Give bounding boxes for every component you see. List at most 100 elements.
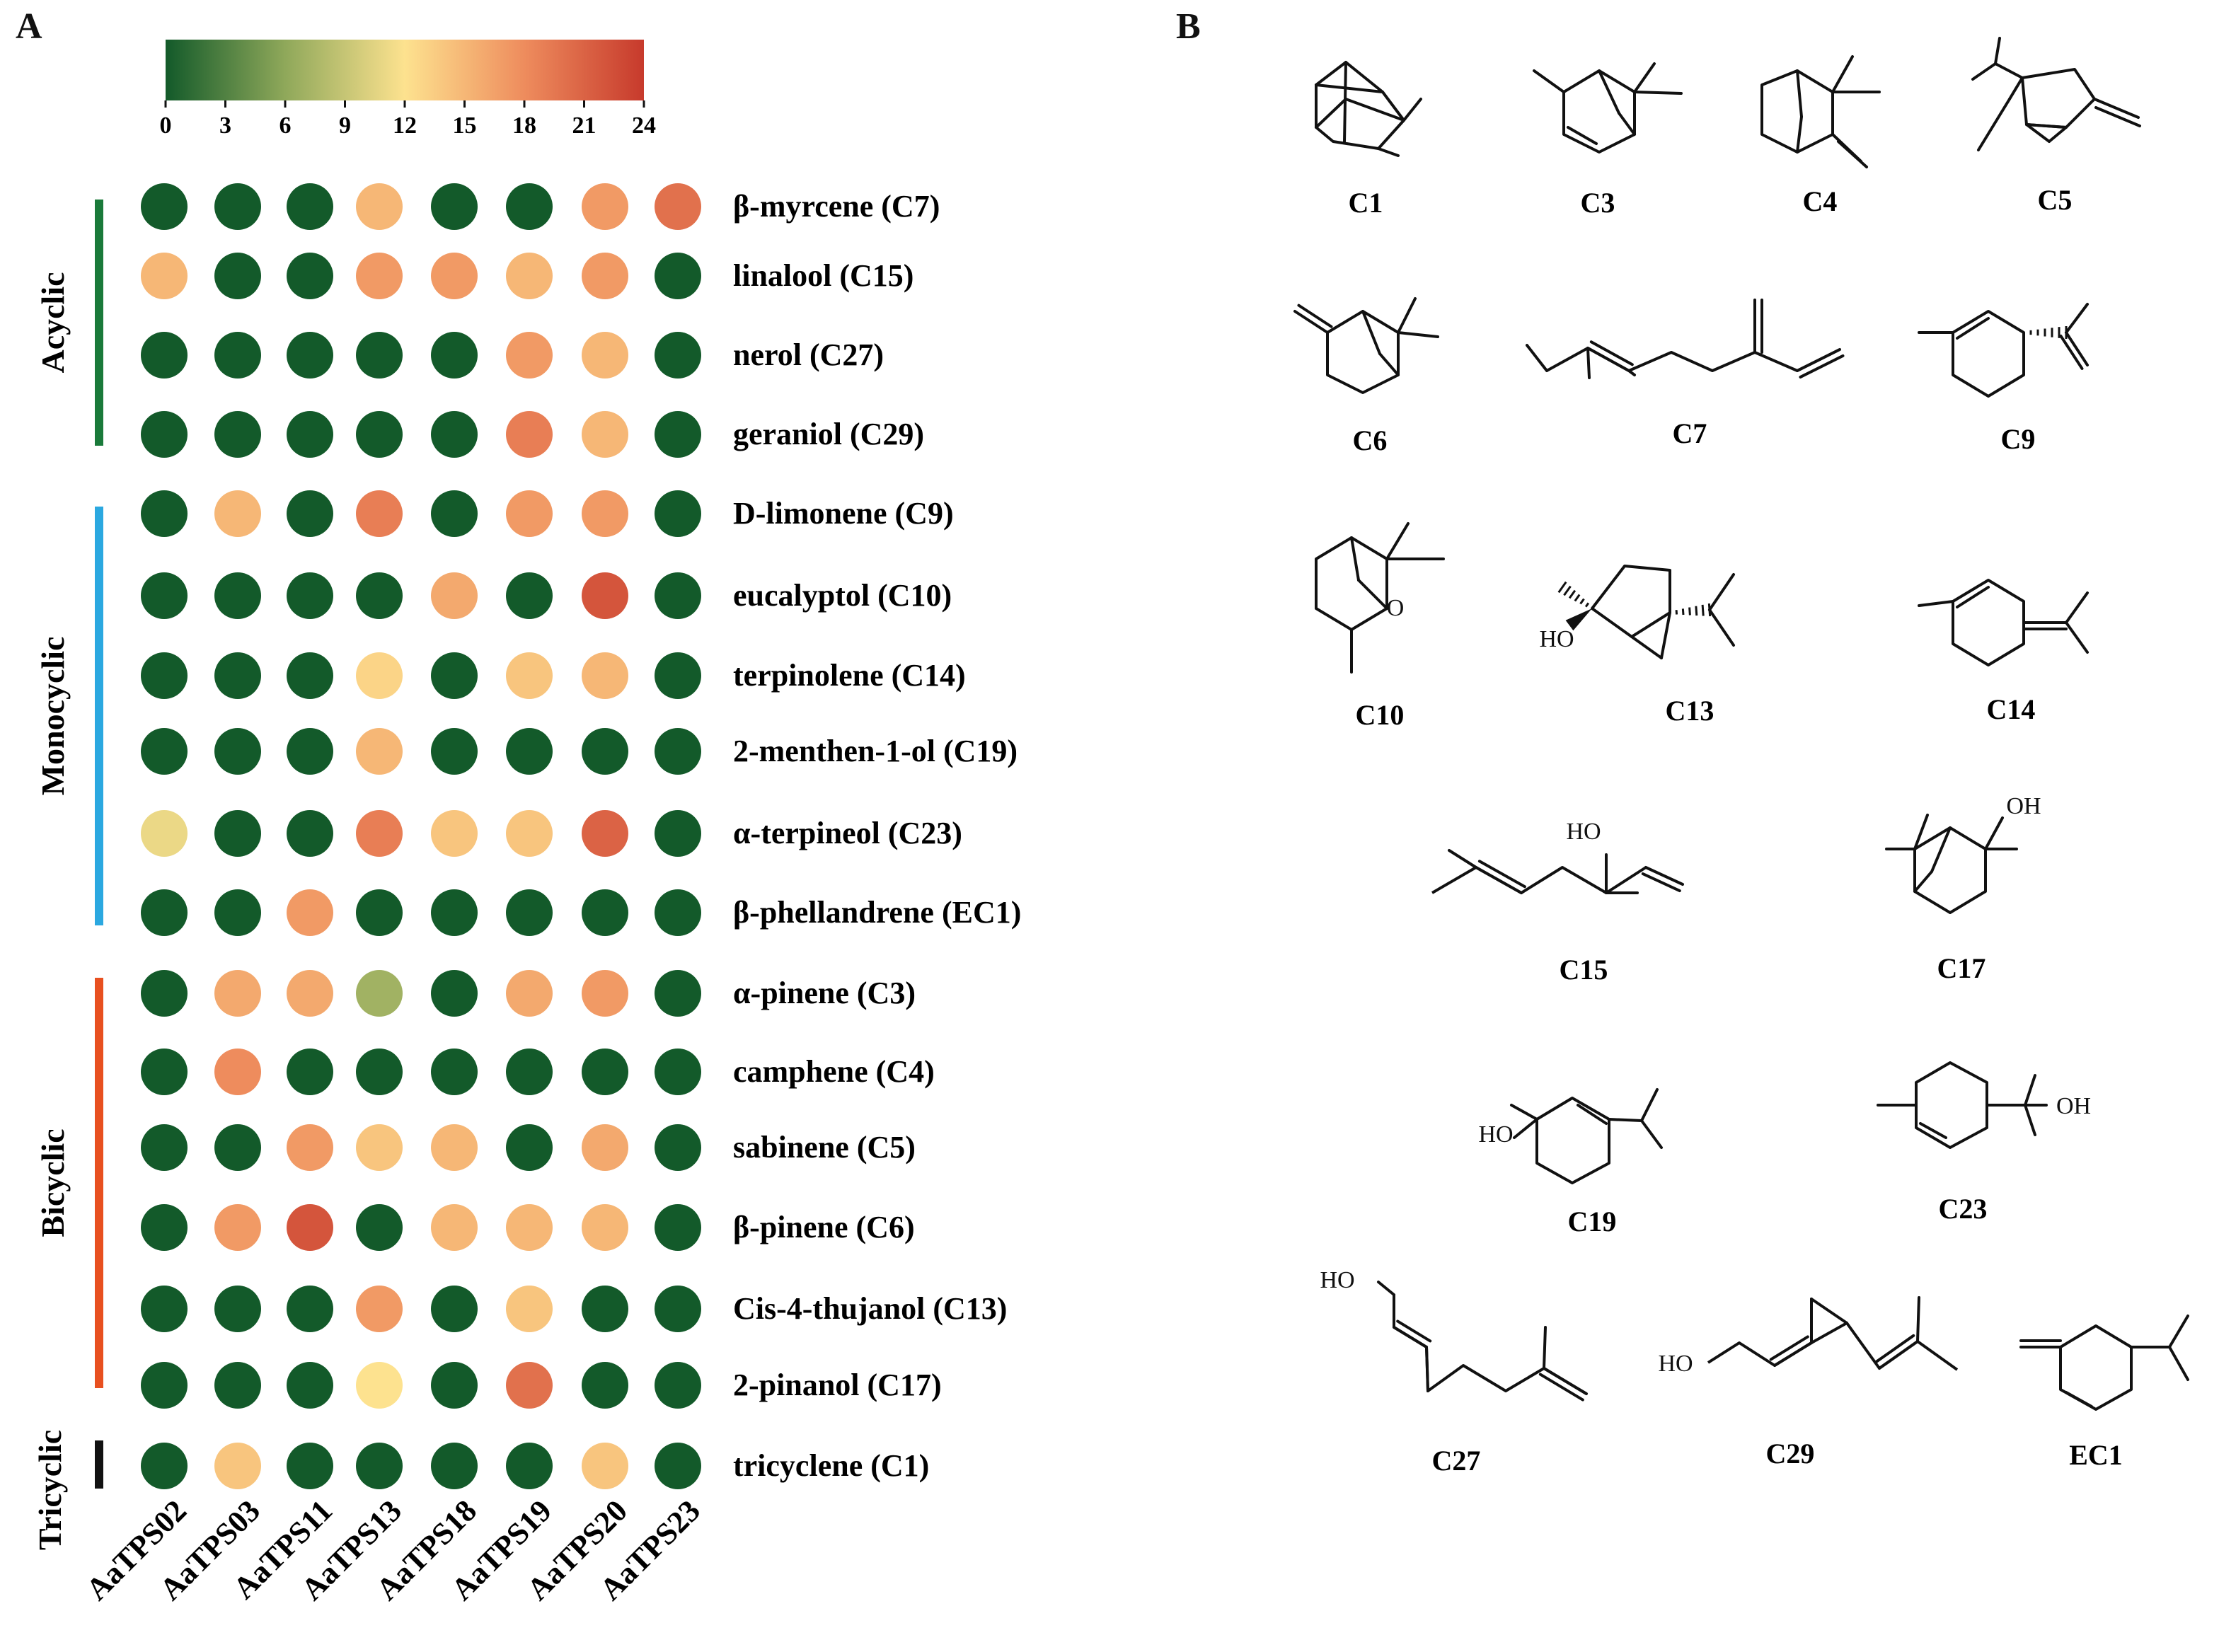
bond: [1547, 348, 1840, 371]
structure-label: C6: [1353, 424, 1388, 456]
bond: [1564, 71, 1635, 152]
bond: [1568, 127, 1596, 144]
heat-dot: [356, 1204, 403, 1251]
bond: [2066, 623, 2087, 652]
structure-label: C13: [1666, 695, 1714, 727]
heat-dot: [287, 1204, 333, 1251]
heat-dot: [356, 728, 403, 775]
heat-dot: [506, 1443, 553, 1489]
heat-dot: [141, 810, 188, 857]
bond: [1635, 64, 1654, 92]
bond: [2025, 1075, 2035, 1105]
structure-label: C1: [1349, 187, 1383, 219]
bond: [1632, 637, 1661, 658]
bond: [1985, 818, 2002, 849]
row-label: 2-menthen-1-ol (C19): [733, 734, 1018, 768]
bond: [1710, 610, 1734, 645]
heat-dot: [582, 1204, 628, 1251]
panel-a-label: A: [16, 6, 42, 47]
heat-dot: [506, 1124, 553, 1171]
bond: [1916, 1063, 1987, 1148]
heat-dot: [506, 253, 553, 299]
row-label: 2-pinanol (C17): [733, 1368, 942, 1402]
heat-dot: [582, 332, 628, 379]
heat-dot: [582, 1286, 628, 1332]
heat-dot: [356, 253, 403, 299]
heat-dot: [356, 1286, 403, 1332]
bond: [1915, 872, 1932, 891]
heat-dot: [214, 411, 261, 458]
heat-dot: [141, 1286, 188, 1332]
heat-dot: [655, 889, 701, 936]
heat-dot: [287, 1362, 333, 1409]
bond: [1710, 574, 1734, 610]
structure-label: C17: [1937, 952, 1986, 984]
bond: [2027, 125, 2066, 127]
bond: [2010, 78, 2022, 99]
heat-dot: [141, 1124, 188, 1171]
heat-dot: [431, 970, 478, 1017]
bond: [1797, 117, 1802, 152]
heat-dot: [506, 572, 553, 619]
heat-dot: [214, 1286, 261, 1332]
heat-dot: [141, 728, 188, 775]
heat-dot: [356, 1443, 403, 1489]
heat-dot: [356, 1049, 403, 1095]
heat-dot: [431, 1124, 478, 1171]
structure-label: C19: [1568, 1206, 1617, 1237]
row-label: β-pinene (C6): [733, 1210, 915, 1244]
heat-dot: [356, 652, 403, 699]
heat-dot: [655, 1286, 701, 1332]
bond: [1838, 141, 1867, 167]
heat-dot: [214, 1362, 261, 1409]
heat-dot: [582, 411, 628, 458]
group-label: Acyclic: [35, 272, 71, 373]
heat-dot: [287, 810, 333, 857]
heat-dot: [655, 1443, 701, 1489]
colorbar-tick-label: 12: [393, 112, 417, 139]
bond: [1592, 566, 1670, 637]
heat-dot: [356, 332, 403, 379]
atom-label: HO: [1658, 1351, 1693, 1377]
heat-dot: [287, 253, 333, 299]
structure-label: C5: [2038, 184, 2073, 216]
atom-label: HO: [1320, 1267, 1354, 1293]
heat-dot: [655, 1049, 701, 1095]
heat-dot: [356, 183, 403, 230]
bond: [1404, 99, 1421, 120]
bond: [1797, 71, 1802, 117]
bond: [1833, 57, 1852, 92]
heat-dot: [506, 1204, 553, 1251]
heat-dot: [431, 728, 478, 775]
bond: [2049, 127, 2066, 141]
heat-dot: [214, 728, 261, 775]
structure-label: C3: [1581, 187, 1615, 219]
atom-label: HO: [1566, 819, 1601, 845]
structure-label: C9: [2001, 423, 2036, 455]
bond: [1953, 311, 2024, 396]
bond: [1995, 38, 2000, 64]
heat-dot: [655, 332, 701, 379]
heat-dot: [431, 411, 478, 458]
heat-dot: [655, 1362, 701, 1409]
row-label: α-terpineol (C23): [733, 816, 962, 850]
heat-dot: [431, 810, 478, 857]
bond: [2025, 1105, 2035, 1135]
bond: [1811, 1323, 1847, 1343]
bond: [2066, 304, 2087, 333]
hashed-bond: [1586, 603, 1589, 606]
hashed-bond: [1559, 582, 1566, 593]
row-label: β-phellandrene (EC1): [733, 895, 1021, 930]
heat-dot: [287, 1286, 333, 1332]
row-label: nerol (C27): [733, 337, 884, 372]
heat-dot: [431, 1443, 478, 1489]
group-bar: [95, 978, 103, 1388]
heat-dot: [506, 970, 553, 1017]
heat-dot: [287, 1049, 333, 1095]
heat-dot: [356, 411, 403, 458]
heat-dot: [582, 728, 628, 775]
bond: [1432, 867, 1646, 893]
